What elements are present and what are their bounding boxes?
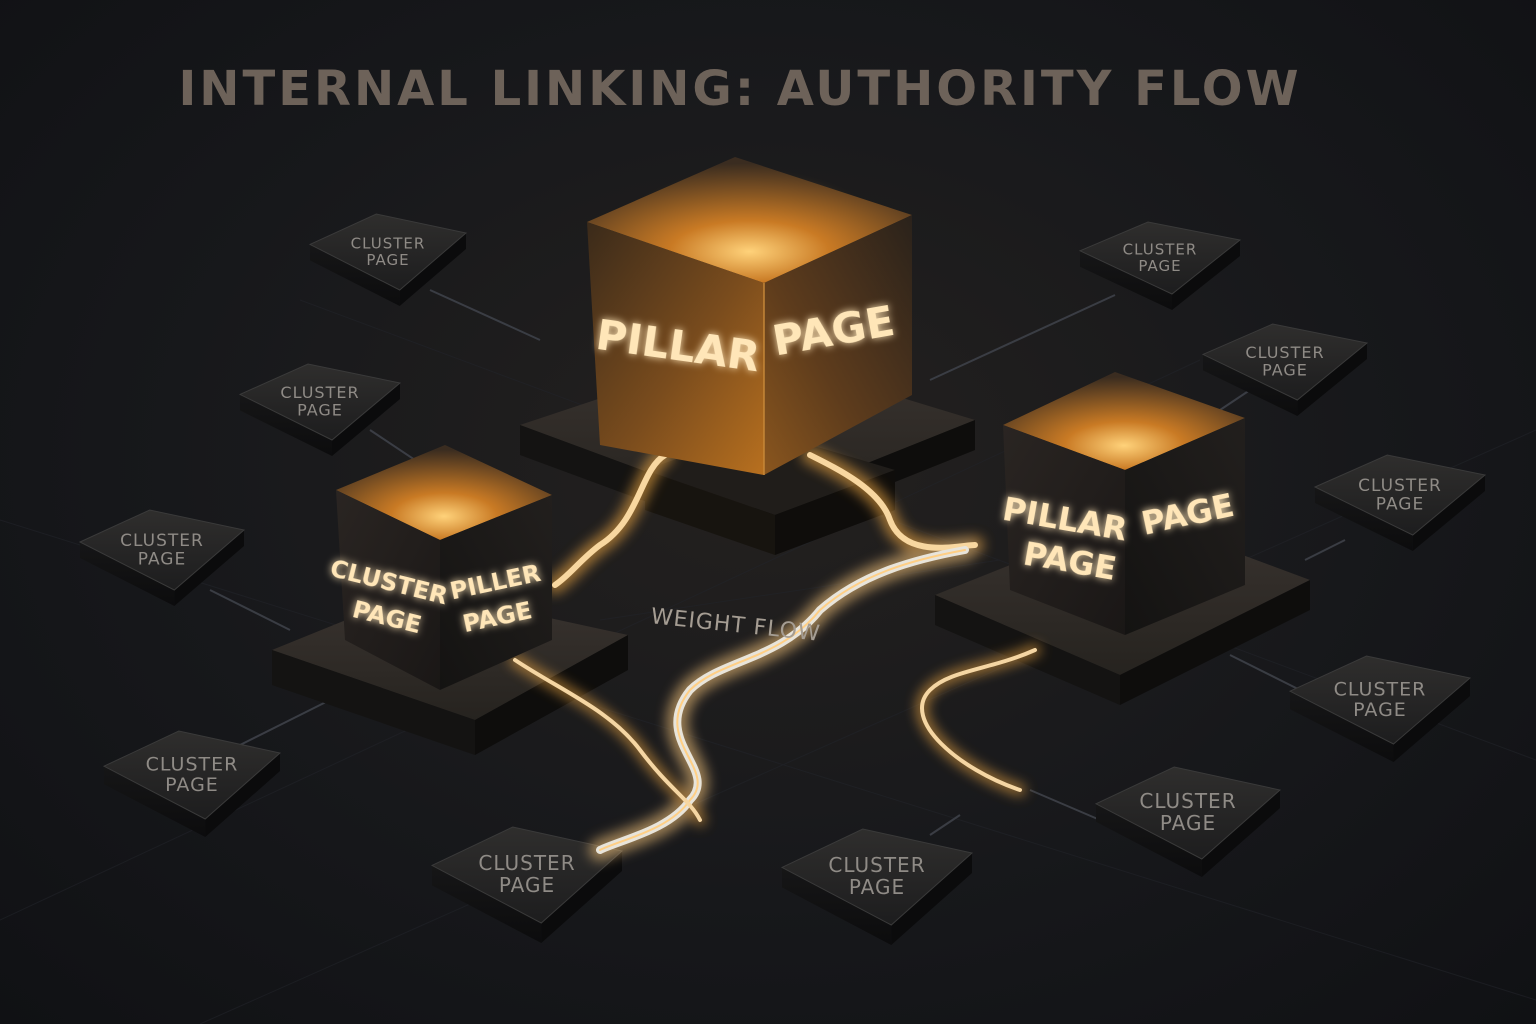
pillar-cube-main: PILLAR PAGE	[587, 157, 912, 475]
cluster-tile-label-line2: PAGE	[1160, 811, 1216, 835]
cluster-tile-label-line2: PAGE	[1138, 257, 1181, 275]
page-title: INTERNAL LINKING: AUTHORITY FLOW	[178, 61, 1301, 117]
pillar-cube-right: PILLAR PAGE PAGE	[1000, 372, 1245, 635]
cluster-tile-label-line2: PAGE	[297, 401, 343, 420]
cluster-tile-label-line1: CLUSTER	[351, 234, 426, 252]
cluster-tile-label-line2: PAGE	[165, 774, 219, 796]
cluster-tile-label-line2: PAGE	[366, 251, 409, 269]
cluster-tile-label-line1: CLUSTER	[1245, 343, 1324, 362]
pillar-cube-left: CLUSTER PAGE PILLER PAGE	[327, 445, 552, 690]
connector-lines	[209, 289, 1346, 836]
cluster-tile-label-line2: PAGE	[1262, 361, 1308, 380]
cluster-tile-label-line1: CLUSTER	[478, 851, 575, 875]
cluster-tile-label-line1: CLUSTER	[120, 531, 204, 551]
cluster-tile-label-line1: CLUSTER	[280, 383, 359, 402]
cluster-tile-label-line2: PAGE	[499, 873, 555, 897]
cluster-tile-label-line2: PAGE	[1376, 494, 1424, 514]
cluster-tile-label-line2: PAGE	[138, 549, 186, 569]
cluster-tile-label-line2: PAGE	[1353, 699, 1407, 721]
cluster-tile-label-line1: CLUSTER	[1334, 678, 1427, 700]
weight-flow-streams	[509, 446, 1041, 861]
cluster-tile-label-line1: CLUSTER	[146, 753, 239, 775]
cluster-tile-label-line1: CLUSTER	[1139, 789, 1236, 813]
weight-flow-label: WEIGHT FLOW	[650, 604, 822, 647]
cluster-tile-label-line2: PAGE	[849, 875, 905, 899]
cluster-tile-label-line1: CLUSTER	[1123, 240, 1198, 258]
cluster-tile-label-line1: CLUSTER	[828, 853, 925, 877]
cluster-tile-label-line1: CLUSTER	[1358, 476, 1442, 496]
cluster-tiles: CLUSTERPAGECLUSTERPAGECLUSTERPAGECLUSTER…	[78, 213, 1487, 945]
